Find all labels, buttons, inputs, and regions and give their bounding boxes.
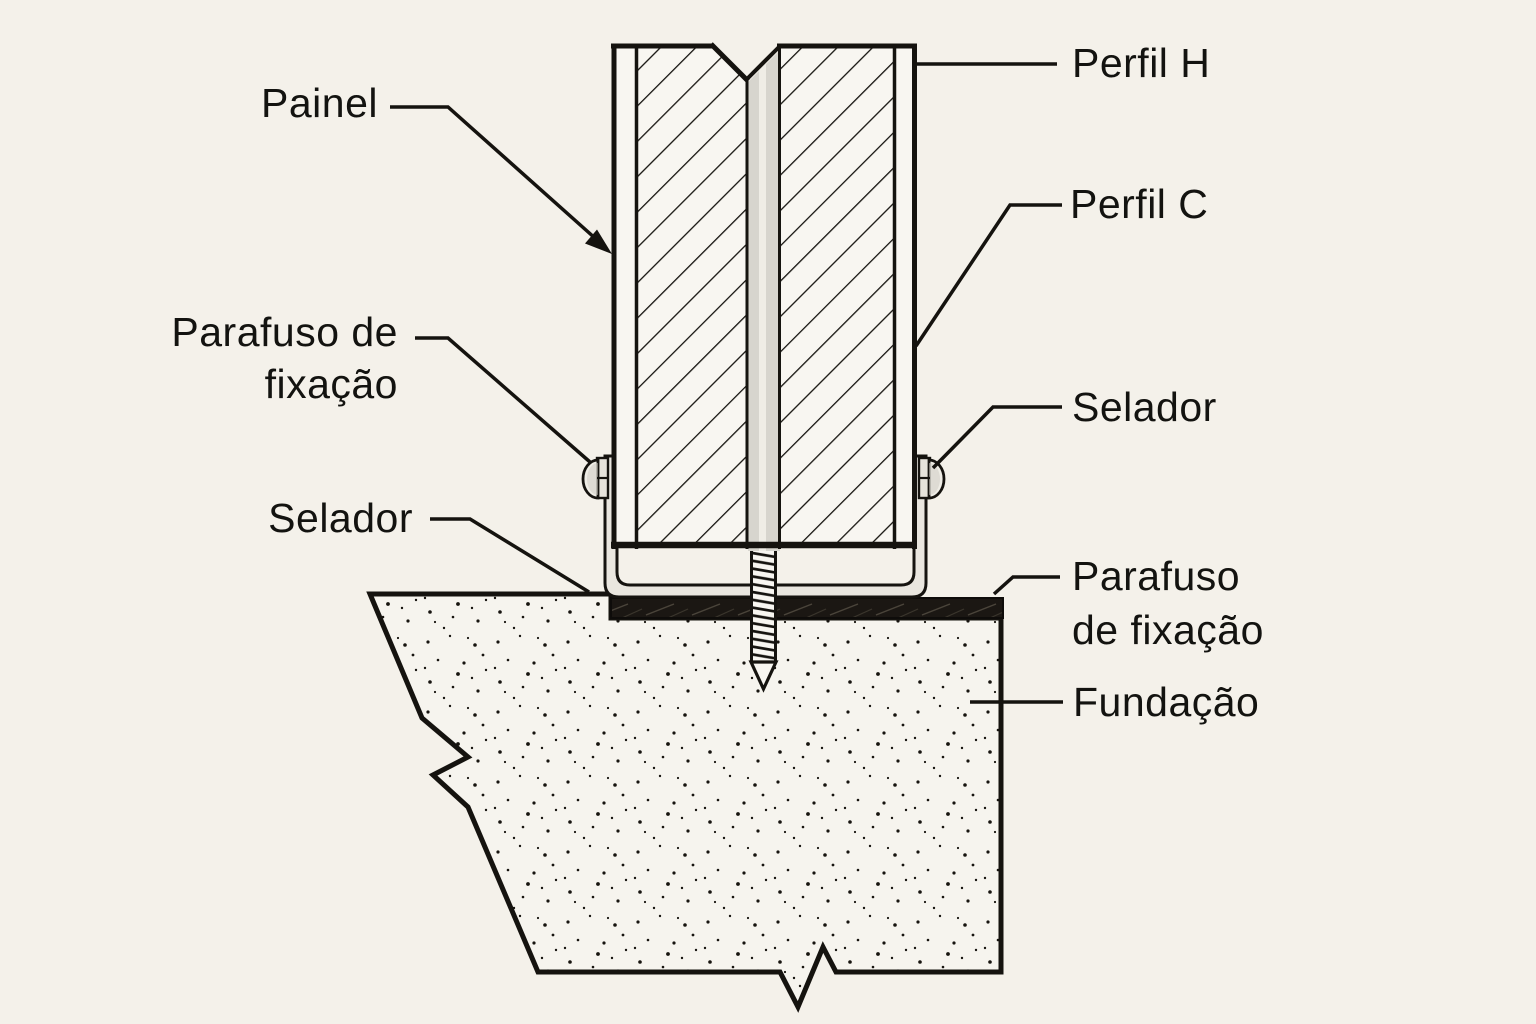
side-screw-right <box>917 456 946 500</box>
panel-right-hatch <box>781 48 893 544</box>
anchor-screw-threads <box>751 551 777 663</box>
panel-joint-highlight <box>759 64 766 551</box>
sealant-texture <box>612 599 1002 617</box>
h-profile-flange-left <box>616 46 635 546</box>
label-parafuso-left-line2: fixação <box>265 361 398 407</box>
foundation-stipple-texture <box>370 594 1001 1007</box>
leader-parafuso-left <box>415 336 592 464</box>
panel-assembly <box>611 42 917 551</box>
leader-lines <box>390 62 1063 704</box>
labels: Painel Parafuso de fixação Selador Perfi… <box>171 40 1264 725</box>
leader-selador-left <box>430 517 590 594</box>
label-parafuso-right-line1: Parafuso <box>1072 553 1240 599</box>
sealant-strip <box>610 597 1004 619</box>
side-screw-left-shading <box>587 463 598 495</box>
leader-painel <box>390 105 598 241</box>
side-screw-left <box>581 456 610 500</box>
anchor-screw <box>748 551 779 693</box>
leader-perfil-c <box>914 203 1062 347</box>
label-parafuso-left-line1: Parafuso de <box>171 309 398 355</box>
anchor-screw-tip <box>748 660 779 693</box>
h-profile-flange-right <box>896 46 913 546</box>
foundation <box>366 591 1004 1013</box>
label-painel: Painel <box>261 80 378 126</box>
leader-selador-right <box>931 405 1062 470</box>
panel-left-hatch <box>638 48 746 544</box>
label-fundacao: Fundação <box>1073 679 1259 725</box>
leader-parafuso-right <box>992 575 1060 596</box>
label-selador-left: Selador <box>268 495 413 541</box>
label-parafuso-right-line2: de fixação <box>1072 607 1264 653</box>
label-perfil-h: Perfil H <box>1072 40 1210 86</box>
label-selador-right: Selador <box>1072 384 1217 430</box>
side-screw-right-shading <box>929 463 940 495</box>
painel-arrowhead-icon <box>585 229 612 254</box>
label-perfil-c: Perfil C <box>1070 181 1208 227</box>
